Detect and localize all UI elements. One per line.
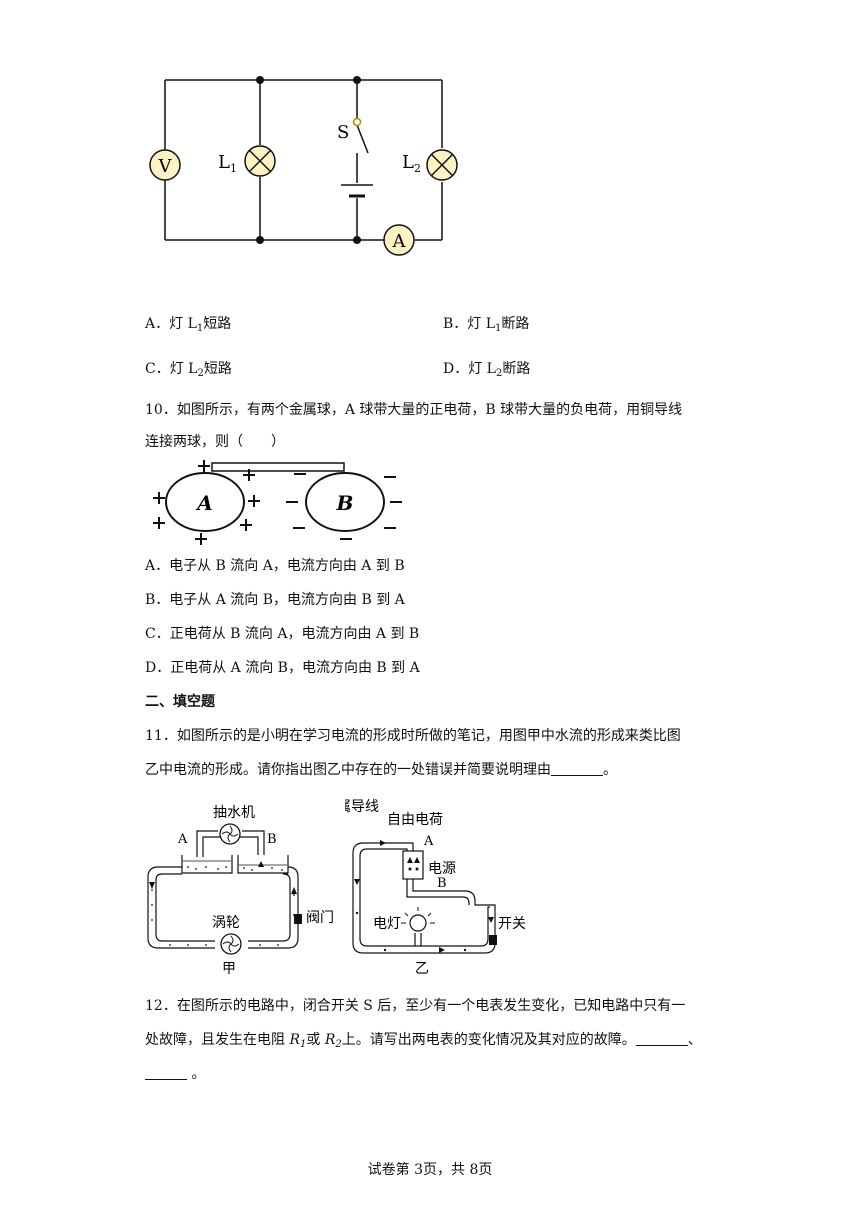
answer-blank-2[interactable] (145, 1065, 187, 1080)
q10-option-b: B．电子从 A 流向 B，电流方向由 B 到 A (145, 592, 405, 608)
valve-icon (294, 914, 302, 924)
figure-yi-caption: 乙 (415, 961, 429, 977)
voltmeter-label: V (158, 156, 173, 177)
valve-label: 阀门 (306, 910, 334, 926)
lamp-icon (409, 914, 427, 932)
q11-stem-line1: 11．如图所示的是小明在学习电流的形成时所做的笔记，用图甲中水流的形成来类比图 (145, 728, 681, 744)
switch-label-yi: 开关 (498, 916, 526, 932)
q9-option-a: A．灯 L1短路 (145, 316, 232, 334)
q10-stem-line2: 连接两球，则（ ） (145, 434, 285, 450)
wire-label: 金属导线 (345, 799, 379, 815)
voltmeter-icon (149, 149, 181, 181)
water-flow-diagram: 抽水机 A B 涡轮 阀门 甲 (147, 805, 334, 977)
q10-option-a: A．电子从 B 流向 A，电流方向由 A 到 B (145, 558, 405, 574)
q10-stem-line1: 10．如图所示，有两个金属球，A 球带大量的正电荷，B 球带大量的负电荷，用铜导… (145, 402, 683, 418)
electric-current-diagram: 金属导线 自由电荷 A 电源 B 电灯 开关 乙 (345, 799, 526, 977)
q12-stem-line2: 处故障，且发生在电阻 R1或 R2上。请写出两电表的变化情况及其对应的故障。、 (145, 1031, 702, 1050)
ammeter-icon (383, 224, 415, 256)
ammeter-label: A (392, 231, 407, 252)
point-a-label: A (177, 832, 188, 847)
source-label: 电源 (428, 861, 456, 877)
free-charge-label: 自由电荷 (387, 812, 443, 828)
page-footer: 试卷第 3页，共 8页 (367, 1162, 493, 1178)
ball-b-icon (305, 472, 385, 532)
switch-label: S (337, 122, 349, 143)
turbine-label: 涡轮 (212, 915, 240, 931)
figure-jia-caption: 甲 (222, 961, 236, 977)
ball-a-icon (165, 472, 245, 532)
q12-stem-line3: 。 (145, 1064, 205, 1084)
q9-option-c: C．灯 L2短路 (145, 361, 232, 379)
lamp-l1-icon (244, 145, 276, 177)
point-b-label-yi: B (437, 876, 447, 891)
q10-option-c: C．正电荷从 B 流向 A，电流方向由 A 到 B (145, 626, 420, 642)
answer-blank-1[interactable] (635, 1031, 688, 1046)
answer-blank[interactable] (551, 761, 603, 776)
q10-option-d: D．正电荷从 A 流向 B，电流方向由 B 到 A (145, 660, 420, 676)
lamp-l2-icon (426, 149, 458, 181)
lamp-label: 电灯 (373, 916, 401, 932)
section-heading: 二、填空题 (145, 694, 215, 710)
q9-option-b: B．灯 L1断路 (443, 316, 530, 334)
pump-label: 抽水机 (213, 805, 255, 821)
minus-charge-icons (286, 473, 402, 540)
q12-stem-line1: 12．在图所示的电路中，闭合开关 S 后，至少有一个电表发生变化，已知电路中只有… (145, 998, 686, 1014)
ball-b-label: B (336, 491, 354, 515)
point-b-label: B (267, 832, 277, 847)
ball-a-label: A (195, 491, 213, 515)
switch-contact-icon (352, 117, 362, 127)
plus-charge-icons (153, 460, 260, 545)
point-a-label-yi: A (423, 834, 434, 849)
switch-icon (489, 935, 497, 945)
lamp-l1-label: L1 (218, 152, 237, 175)
circuit-diagram-q9: V L1 S L2 A (149, 76, 458, 256)
q9-option-d: D．灯 L2断路 (443, 361, 531, 379)
copper-wire-icon (211, 462, 345, 472)
lamp-l2-label: L2 (402, 152, 421, 175)
q11-stem-line2: 乙中电流的形成。请你指出图乙中存在的一处错误并简要说明理由。 (145, 761, 617, 778)
charged-balls-diagram: A B (153, 460, 402, 545)
